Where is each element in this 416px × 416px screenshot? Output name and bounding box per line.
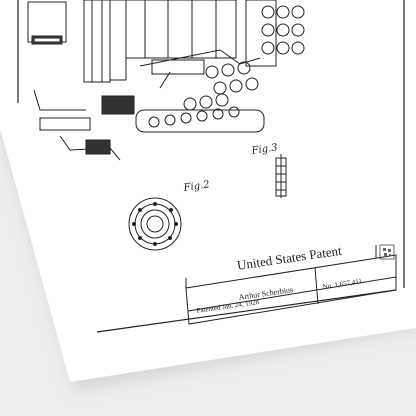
drawing-frame-bottom [96,289,397,333]
keyboard-keys [135,5,305,133]
detail-figure [275,154,287,198]
qr-mark [379,244,395,260]
title-block [185,245,397,325]
rotor-figure [128,197,182,251]
enigma-drawing [27,0,277,161]
poster-paper [0,0,416,382]
